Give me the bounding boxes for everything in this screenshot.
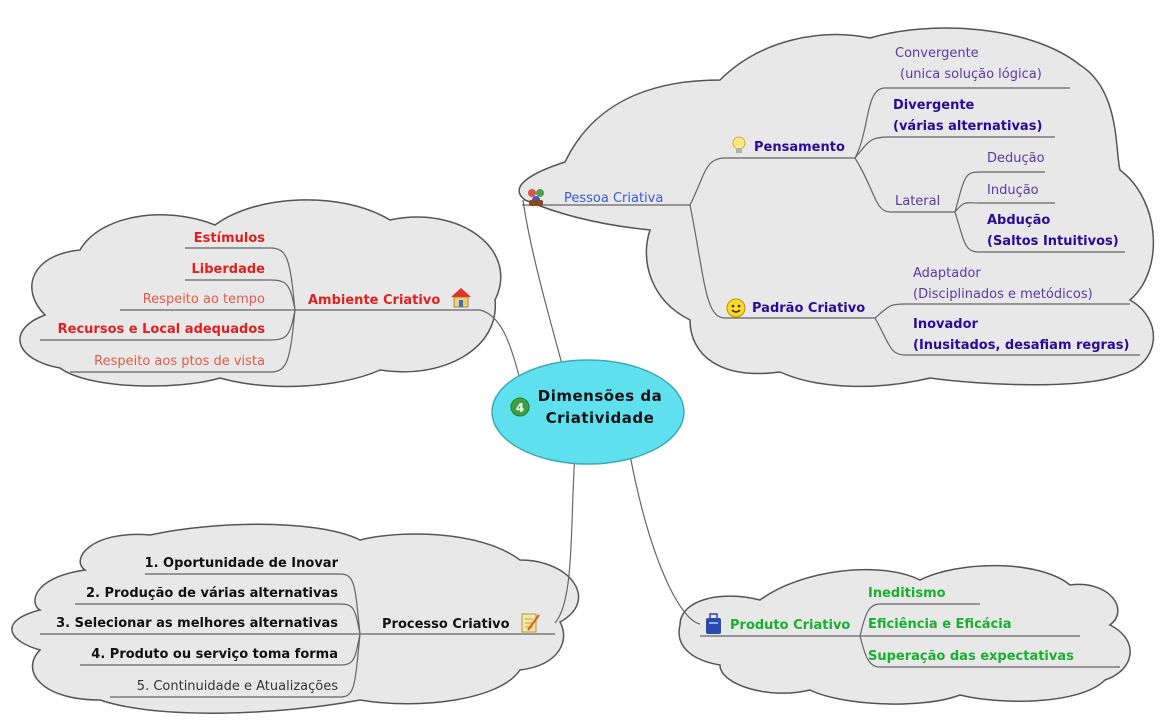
center-title: Dimensões da Criatividade (530, 385, 670, 429)
branch-pensamento (854, 87, 1070, 213)
people-icon (528, 189, 544, 206)
node-padrao-criativo[interactable]: Padrão Criativo (752, 301, 866, 316)
node-respeito-pontos-vista[interactable]: Respeito aos ptos de vista (94, 354, 265, 369)
node-ambiente-criativo[interactable]: Ambiente Criativo (308, 293, 441, 308)
node-deducao[interactable]: Dedução (987, 151, 1045, 166)
branch-produto-items (859, 603, 1120, 668)
node-divergente-desc: (várias alternativas) (893, 119, 1043, 134)
connector-center-produto (629, 454, 701, 625)
node-lateral[interactable]: Lateral (895, 194, 941, 209)
branch-padrao (874, 303, 1140, 356)
branch-ambiente-items (40, 247, 296, 373)
branch-processo-items (40, 573, 361, 698)
cloud-produto (678, 564, 1131, 705)
node-respeito-tempo[interactable]: Respeito ao tempo (142, 292, 265, 307)
branch-pessoa-pensamento (689, 157, 855, 206)
center-title-line2: Criatividade (545, 409, 655, 427)
house-icon (451, 288, 471, 308)
center-title-line1: Dimensões da (537, 387, 663, 405)
node-ineditismo[interactable]: Ineditismo (868, 586, 946, 601)
connector-center-pessoa (522, 199, 566, 376)
number-4-icon (510, 397, 530, 417)
node-processo-item-3[interactable]: 3. Selecionar as melhores alternativas (56, 616, 338, 631)
notepad-icon (521, 613, 540, 633)
node-recursos-local[interactable]: Recursos e Local adequados (57, 322, 265, 337)
node-processo-item-2[interactable]: 2. Produção de várias alternativas (85, 586, 338, 601)
branch-lateral (954, 171, 1125, 253)
node-estimulos[interactable]: Estímulos (193, 231, 265, 246)
number-4-glyph: 4 (516, 401, 524, 415)
node-inovador-desc: (Inusitados, desafiam regras) (913, 338, 1130, 353)
smiley-icon (726, 298, 746, 318)
connector-center-ambiente (479, 309, 521, 381)
node-abducao[interactable]: Abdução (987, 213, 1051, 228)
cloud-processo (11, 523, 580, 714)
node-adaptador-desc: (Disciplinados e metódicos) (913, 287, 1093, 302)
node-processo-criativo[interactable]: Processo Criativo (382, 617, 510, 632)
node-pensamento[interactable]: Pensamento (754, 140, 845, 155)
node-divergente[interactable]: Divergente (893, 98, 975, 113)
node-liberdade[interactable]: Liberdade (191, 262, 265, 277)
connector-center-processo (554, 454, 576, 624)
branch-pessoa-padrao (689, 204, 875, 319)
node-produto-criativo[interactable]: Produto Criativo (730, 618, 851, 633)
cloud-pessoa (518, 27, 1155, 388)
center-node[interactable] (491, 359, 685, 465)
node-inducao[interactable]: Indução (987, 183, 1039, 198)
node-processo-item-5[interactable]: 5. Continuidade e Atualizações (136, 679, 338, 694)
node-pessoa-criativa[interactable]: Pessoa Criativa (564, 191, 664, 206)
node-superacao-expectativas[interactable]: Superação das expectativas (868, 649, 1074, 664)
node-convergente[interactable]: Convergente (895, 46, 979, 61)
node-eficiencia-eficacia[interactable]: Eficiência e Eficácia (868, 617, 1012, 632)
lightbulb-icon (732, 136, 746, 153)
bag-icon (706, 613, 721, 634)
node-adaptador[interactable]: Adaptador (913, 266, 981, 281)
node-processo-item-4[interactable]: 4. Produto ou serviço toma forma (91, 647, 338, 662)
node-convergente-desc: (unica solução lógica) (900, 67, 1042, 82)
node-inovador[interactable]: Inovador (913, 317, 978, 332)
node-processo-item-1[interactable]: 1. Oportunidade de Inovar (144, 556, 338, 571)
node-abducao-desc: (Saltos Intuitivos) (987, 234, 1119, 249)
